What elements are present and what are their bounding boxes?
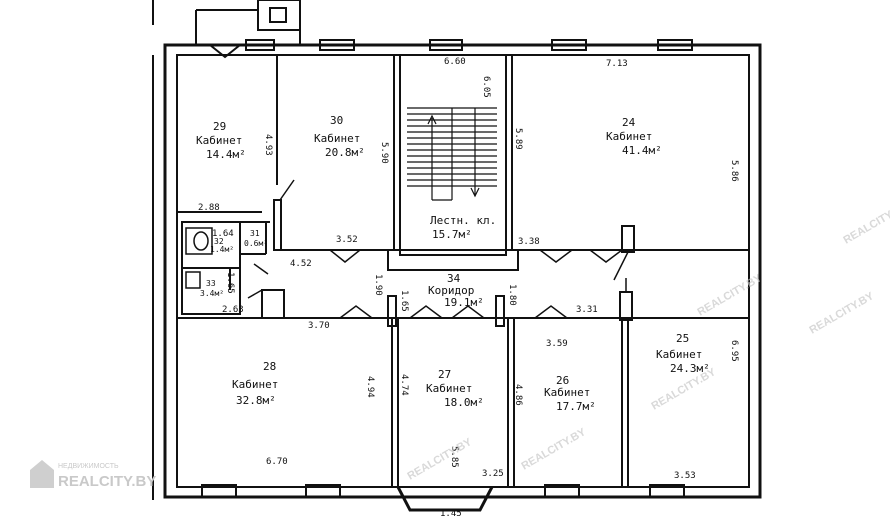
room-num-26: 26 [556,374,569,387]
dim-3-53: 3.53 [674,471,696,481]
room-num-27: 27 [438,368,451,381]
dim-5-85: 5.85 [449,446,459,468]
room-num-28: 28 [263,360,276,373]
room-num-31: 31 [250,229,260,238]
svg-text:НЕДВИЖИМОСТЬ: НЕДВИЖИМОСТЬ [58,463,119,470]
room-area-28: 32.8м² [236,394,276,407]
dim-1-64: 1.64 [212,229,234,239]
room-area-32: 1.4м² [210,245,234,254]
room-num-25: 25 [676,332,689,345]
watermark-diag-3: REALCITY.BY [520,426,589,473]
room-name-stair: Лестн. кл. [430,214,496,227]
dim-4-93: 4.93 [263,134,273,156]
room-area-27: 18.0м² [444,396,484,409]
room-num-34: 34 [447,272,461,285]
room-area-34: 19.1м² [444,296,484,309]
room-area-30: 20.8м² [325,146,365,159]
dim-3-52: 3.52 [336,235,358,245]
dim-6-60: 6.60 [444,57,466,67]
room-name-28: Кабинет [232,378,278,391]
dim-1-80: 1.80 [507,284,517,306]
dim-6-05: 6.05 [481,76,491,98]
room-num-32: 32 [214,237,224,246]
dim-5-90: 5.90 [379,142,389,164]
dim-3-38: 3.38 [518,237,540,247]
dim-1-65-wc: 1.65 [225,272,235,294]
room-name-29: Кабинет [196,134,242,147]
dim-4-74: 4.74 [399,374,409,396]
dim-6-70: 6.70 [266,457,288,467]
dim-5-89: 5.89 [513,128,523,150]
dim-2-88: 2.88 [198,203,220,213]
room-num-30: 30 [330,114,343,127]
dim-3-59: 3.59 [546,339,568,349]
room-area-33: 3.4м² [200,289,224,298]
dim-3-70: 3.70 [308,321,330,331]
watermark-diag-1: REALCITY.BY [808,290,877,337]
dim-4-52: 4.52 [290,259,312,269]
room-name-27: Кабинет [426,382,472,395]
room-area-29: 14.4м² [206,148,246,161]
room-num-29: 29 [213,120,226,133]
dim-1-65: 1.65 [399,290,409,312]
room-name-30: Кабинет [314,132,360,145]
vent-box [257,0,301,31]
watermark-diag-4: REALCITY.BY [406,436,475,483]
room-name-26: Кабинет [544,386,590,399]
room-area-25: 24.3м² [670,362,710,375]
dim-4-94: 4.94 [365,376,375,398]
dim-4-86: 4.86 [513,384,523,406]
dim-3-31: 3.31 [576,305,598,315]
dim-5-86: 5.86 [729,160,739,182]
dim-1-90: 1.90 [373,274,383,296]
dim-1-45: 1.45 [440,509,462,519]
dim-7-13: 7.13 [606,59,628,69]
watermark-diag-5: REALCITY.BY [696,272,765,319]
room-area-31: 0.6м² [244,239,268,248]
room-area-26: 17.7м² [556,400,596,413]
room-area-24: 41.4м² [622,144,662,157]
dim-3-25: 3.25 [482,469,504,479]
watermark-diag-6: REALCITY.BY [842,200,890,247]
room-num-33: 33 [206,279,216,288]
room-name-34: Коридор [428,284,474,297]
dim-6-95: 6.95 [729,340,739,362]
room-name-25: Кабинет [656,348,702,361]
dim-2-63: 2.63 [222,305,244,315]
room-area-stair: 15.7м² [432,228,472,241]
room-num-24: 24 [622,116,636,129]
room-name-24: Кабинет [606,130,652,143]
svg-text:REALCITY.BY: REALCITY.BY [58,473,156,490]
watermark-logo: НЕДВИЖИМОСТЬ REALCITY.BY [30,460,156,490]
